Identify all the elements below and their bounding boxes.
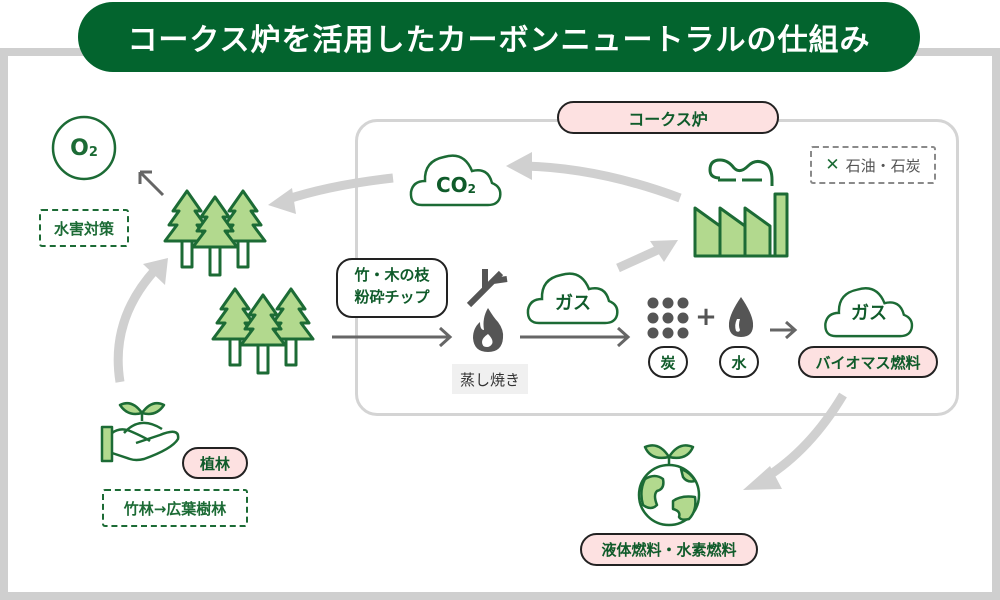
arrowhead bbox=[268, 188, 296, 214]
branch-icon bbox=[466, 269, 508, 308]
earth-sprout-icon bbox=[637, 444, 701, 527]
cross-icon: ✕ bbox=[825, 155, 840, 175]
factory-icon bbox=[693, 158, 789, 258]
charcoal-label: 炭 bbox=[648, 346, 688, 378]
arrow-co2-to-forest bbox=[283, 173, 394, 205]
co2-formula: CO bbox=[435, 173, 468, 197]
arrowhead bbox=[650, 240, 678, 262]
oxygen-subscript: 2 bbox=[88, 144, 98, 160]
coke-oven-label: コークス炉 bbox=[557, 101, 779, 134]
liquid-hydrogen-fuel-label: 液体燃料・水素燃料 bbox=[580, 533, 758, 566]
gas-cloud-icon bbox=[526, 272, 619, 325]
hand-sprout-icon bbox=[100, 402, 180, 463]
flood-control-box: 水害対策 bbox=[39, 209, 129, 247]
gas-label-1: ガス bbox=[555, 293, 591, 314]
plus-sign: + bbox=[695, 302, 717, 332]
water-label: 水 bbox=[719, 346, 759, 378]
wood-chips-line2: 粉砕チップ bbox=[354, 288, 430, 306]
excluded-fuels-label: 石油・石炭 bbox=[845, 156, 921, 175]
forest-conversion-box: 竹林→広葉樹林 bbox=[102, 489, 248, 527]
gas-label-2: ガス bbox=[851, 303, 887, 324]
arrow-fire-to-charcoal bbox=[520, 326, 631, 348]
arrow-water-to-gas bbox=[770, 320, 798, 340]
excluded-fuels-box: ✕ 石油・石炭 bbox=[810, 146, 936, 184]
wood-chips-line1: 竹・木の枝 bbox=[354, 266, 430, 284]
steam-baking-label: 蒸し焼き bbox=[452, 364, 528, 394]
gas-cloud-icon-2 bbox=[824, 287, 914, 338]
arrow-factory-to-co2 bbox=[524, 161, 682, 203]
arrow-chips-to-fire bbox=[332, 326, 453, 348]
arrow-forest-to-o2 bbox=[138, 170, 165, 197]
oxygen-icon bbox=[51, 115, 117, 181]
biomass-fuel-label: バイオマス燃料 bbox=[798, 346, 938, 378]
forest-icon-lower bbox=[211, 287, 315, 375]
arrow-planting-to-forest bbox=[113, 266, 159, 383]
arrowhead bbox=[506, 152, 532, 180]
arrowhead bbox=[743, 466, 782, 490]
arrow-biomass-to-earth bbox=[762, 392, 847, 482]
water-drop-icon bbox=[728, 297, 754, 337]
co2-cloud-icon bbox=[409, 154, 502, 207]
oxygen-formula: O bbox=[70, 135, 89, 161]
forest-icon-upper bbox=[163, 189, 267, 277]
fire-icon bbox=[473, 308, 504, 352]
arrow-gas-to-factory bbox=[616, 243, 664, 273]
planting-label: 植林 bbox=[182, 447, 248, 479]
arrowhead bbox=[143, 258, 168, 285]
page-title: コークス炉を活用したカーボンニュートラルの仕組み bbox=[78, 2, 920, 72]
co2-subscript: 2 bbox=[467, 182, 477, 196]
wood-chips-box: 竹・木の枝 粉砕チップ bbox=[336, 258, 448, 318]
charcoal-icon bbox=[647, 297, 689, 339]
